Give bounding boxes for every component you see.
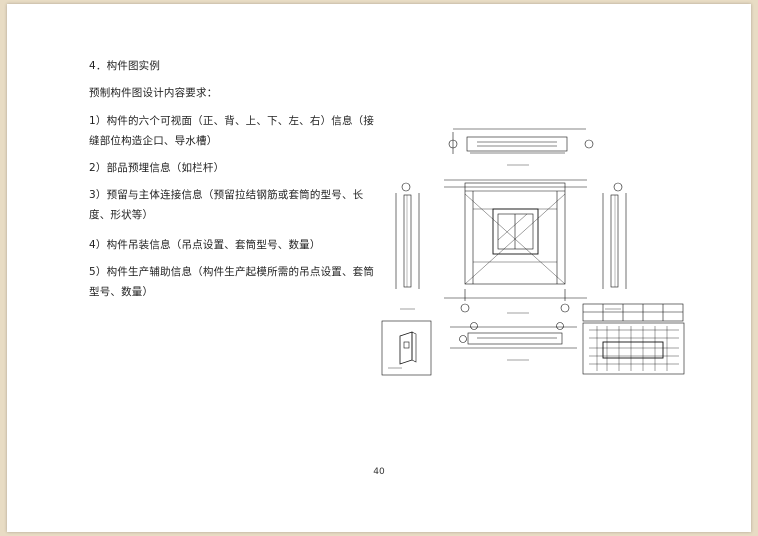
requirement-item-3: 3）预留与主体连接信息（预留拉结钢筋或套筒的型号、长度、形状等） xyxy=(89,189,364,221)
document-page: 4．构件图实例 预制构件图设计内容要求： 1）构件的六个可视面（正、背、上、下、… xyxy=(7,4,751,532)
section-heading: 4．构件图实例 xyxy=(89,60,161,72)
isometric-view xyxy=(381,320,432,376)
requirement-item-2: 2）部品预埋信息（如栏杆） xyxy=(89,162,225,174)
requirement-item-4: 4）构件吊装信息（吊点设置、套筒型号、数量） xyxy=(89,239,321,251)
intro-text: 预制构件图设计内容要求： xyxy=(89,87,218,99)
left-side-elevation xyxy=(395,182,420,310)
page-number: 40 xyxy=(373,467,385,477)
top-view xyxy=(448,128,594,166)
right-side-elevation xyxy=(602,182,627,310)
component-drawing xyxy=(381,128,685,376)
key-plan xyxy=(582,322,685,375)
front-elevation xyxy=(444,179,587,314)
title-block xyxy=(582,303,684,322)
requirement-item-5: 5）构件生产辅助信息（构件生产起模所需的吊点设置、套筒型号、数量） xyxy=(89,266,375,298)
bottom-view xyxy=(450,322,577,361)
requirement-item-1: 1）构件的六个可视面（正、背、上、下、左、右）信息（接缝部位构造企口、导水槽） xyxy=(89,115,375,147)
